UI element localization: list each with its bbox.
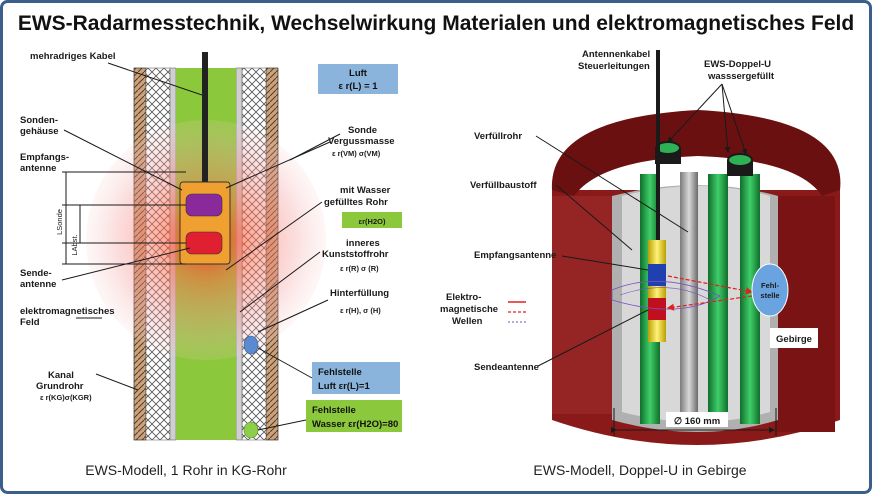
label-sendeantenne: Sendeantenne bbox=[474, 362, 539, 373]
label-wasser-2: gefülltes Rohr bbox=[324, 197, 388, 208]
defect-air bbox=[243, 335, 259, 355]
label-empfang-1: Empfangs- bbox=[20, 152, 69, 163]
right-caption: EWS-Modell, Doppel-U in Gebirge bbox=[533, 462, 746, 478]
page-title: EWS-Radarmesstechnik, Wechselwirkung Mat… bbox=[18, 12, 854, 35]
transmit-antenna bbox=[185, 231, 223, 255]
label-gebirge: Gebirge bbox=[776, 334, 812, 345]
label-fehl-luft-2: Luft εr(L)=1 bbox=[318, 381, 370, 392]
box-fehl-wasser bbox=[306, 400, 402, 432]
label-empfang-2: antenne bbox=[20, 163, 56, 174]
rock-top bbox=[551, 110, 841, 196]
lsonde-label: LSonde bbox=[55, 209, 64, 235]
right-model: Fehl- stelle Gebirge ∅ 160 mm bbox=[551, 50, 841, 445]
label-sende-2: antenne bbox=[20, 279, 56, 290]
u-tube-2 bbox=[708, 174, 728, 424]
label-wellen-1: Elektro- bbox=[446, 292, 481, 303]
label-feld-2: Feld bbox=[20, 317, 40, 328]
box-luft bbox=[318, 64, 398, 94]
label-verfuellbaustoff: Verfüllbaustoff bbox=[470, 180, 537, 191]
label-fehlstelle-1: Fehl- bbox=[761, 281, 779, 290]
label-verguss-1: Sonde bbox=[348, 125, 377, 136]
left-caption: EWS-Modell, 1 Rohr in KG-Rohr bbox=[85, 462, 287, 478]
label-verguss-eps: ε r(VM) σ(VM) bbox=[332, 149, 381, 158]
label-empfangsantenne: Empfangsantenne bbox=[474, 250, 556, 261]
label-kanal-1: Kanal bbox=[48, 370, 74, 381]
antenna-cable bbox=[656, 50, 660, 248]
label-sende-1: Sende- bbox=[20, 268, 52, 279]
label-kunst-1: inneres bbox=[346, 238, 380, 249]
label-antennen-1: Antennenkabel bbox=[582, 49, 650, 60]
label-fehl-wasser-1: Fehlstelle bbox=[312, 405, 356, 416]
label-antennen-2: Steuerleitungen bbox=[578, 61, 650, 72]
signal-arrow-back bbox=[666, 295, 753, 311]
signal-arrow-out bbox=[667, 275, 754, 295]
dim-box bbox=[666, 412, 728, 427]
left-model: LSonde LAbst. bbox=[55, 52, 326, 441]
box-fehl-luft bbox=[312, 362, 400, 394]
box-gebirge bbox=[770, 328, 818, 348]
label-wasser-eps: εr(H2O) bbox=[359, 217, 386, 226]
label-doppelu-2: wasssergefüllt bbox=[707, 71, 775, 82]
label-durchmesser: ∅ 160 mm bbox=[674, 416, 720, 427]
backfill-tube bbox=[680, 172, 698, 420]
label-doppelu-1: EWS-Doppel-U bbox=[704, 59, 771, 70]
defect-water bbox=[243, 421, 259, 439]
em-wave-pattern bbox=[611, 280, 721, 310]
label-luft-1: Luft bbox=[349, 68, 368, 79]
rock-cut-right bbox=[775, 196, 835, 432]
left-labels: mehradriges Kabel Sonden- gehäuse Empfan… bbox=[20, 51, 402, 432]
label-kanal-2: Grundrohr bbox=[36, 381, 84, 392]
label-kunst-eps: ε r(R) σ (R) bbox=[340, 264, 379, 273]
receive-antenna bbox=[185, 193, 223, 217]
label-kunst-2: Kunststoffrohr bbox=[322, 249, 389, 260]
box-wasser bbox=[342, 212, 402, 228]
label-sondengehaeuse-1: Sonden- bbox=[20, 115, 58, 126]
label-hinter-eps: ε r(H), σ (H) bbox=[340, 306, 381, 315]
label-kabel: mehradriges Kabel bbox=[30, 51, 116, 62]
label-verguss-2: Vergussmasse bbox=[328, 136, 395, 147]
label-luft-eps: ε r(L) = 1 bbox=[338, 81, 378, 92]
u-tube-3 bbox=[740, 174, 760, 424]
probe-body bbox=[648, 240, 666, 342]
label-fehl-luft-1: Fehlstelle bbox=[318, 367, 362, 378]
label-verfuellrohr: Verfüllrohr bbox=[474, 131, 522, 142]
label-hinter-1: Hinterfüllung bbox=[330, 288, 389, 299]
multi-core-cable bbox=[202, 52, 208, 184]
defect-right bbox=[751, 263, 789, 317]
label-fehlstelle-2: stelle bbox=[760, 291, 779, 300]
label-fehl-wasser-2: Wasser εr(H2O)=80 bbox=[312, 419, 398, 430]
label-wasser-1: mit Wasser bbox=[340, 185, 391, 196]
rock-cut-left bbox=[552, 196, 612, 414]
label-wellen-3: Wellen bbox=[452, 316, 483, 327]
right-labels: Antennenkabel Steuerleitungen EWS-Doppel… bbox=[440, 49, 775, 373]
receive-antenna-right bbox=[648, 264, 666, 286]
label-sondengehaeuse-2: gehäuse bbox=[20, 126, 59, 137]
label-kanal-eps: ε r(KG)σ(KGR) bbox=[40, 393, 92, 402]
labst-label: LAbst. bbox=[70, 234, 79, 255]
label-wellen-2: magnetische bbox=[440, 304, 498, 315]
label-feld-1: elektromagnetisches bbox=[20, 306, 115, 317]
